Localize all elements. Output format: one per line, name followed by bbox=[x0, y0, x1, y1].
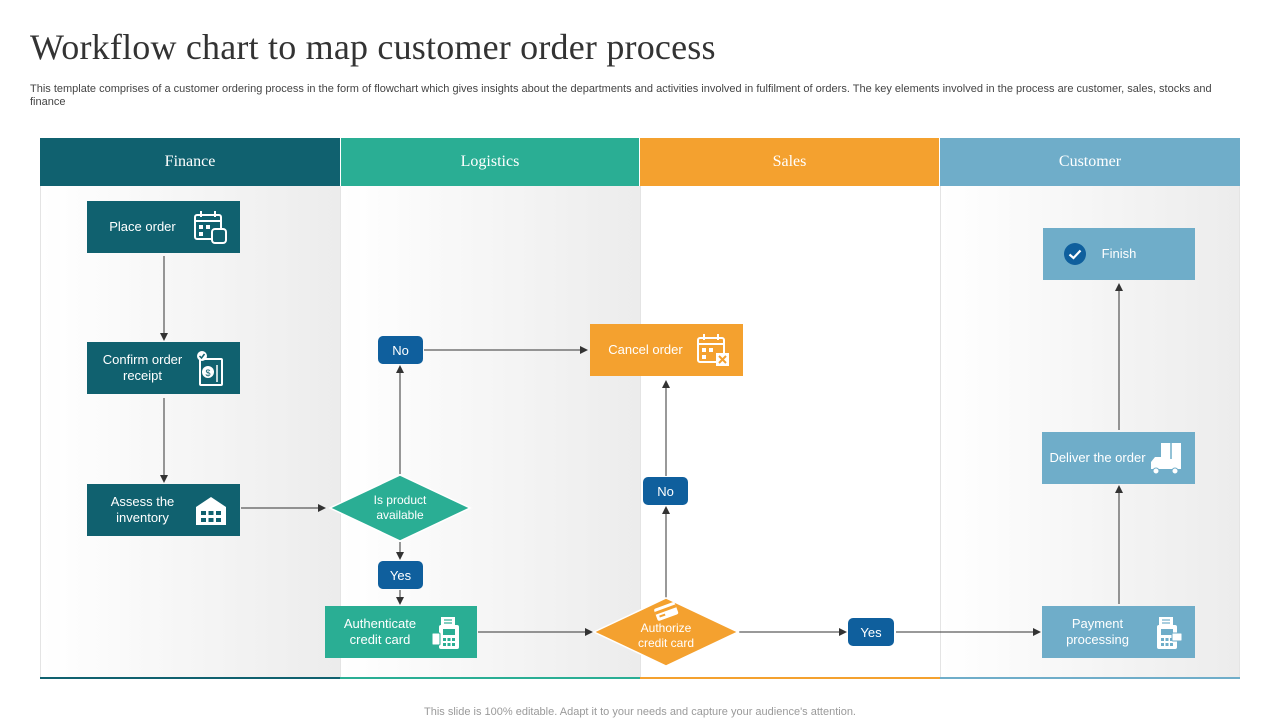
lane-header-finance: Finance bbox=[40, 138, 340, 186]
confirm-order-receipt-node[interactable]: Confirm order receipt $ bbox=[87, 342, 240, 394]
lane-label: Finance bbox=[164, 153, 216, 170]
cancel-order-label: Cancel order bbox=[608, 342, 683, 357]
deliver-order-label: Deliver the order bbox=[1049, 450, 1146, 465]
credit-card-icon bbox=[654, 602, 679, 621]
place-order-node[interactable]: Place order bbox=[87, 201, 240, 253]
decision-diamond-authorize bbox=[592, 597, 740, 667]
yes-decision-sales[interactable]: Yes bbox=[848, 618, 894, 646]
lane-body-logistics bbox=[340, 186, 640, 678]
lane-label: Logistics bbox=[460, 153, 520, 170]
payment-processing-node[interactable]: Payment processing bbox=[1042, 606, 1195, 658]
confirm-order-label: Confirm order receipt bbox=[102, 352, 183, 383]
finish-label: Finish bbox=[1101, 246, 1137, 261]
authorize-credit-card-decision[interactable]: Authorize credit card bbox=[637, 621, 695, 650]
lane-bottom-finance bbox=[40, 677, 340, 679]
authenticate-card-label: Authenticate credit card bbox=[343, 616, 417, 647]
lane-label: Customer bbox=[1058, 153, 1122, 170]
cancel-order-node[interactable]: Cancel order bbox=[590, 324, 743, 376]
finish-node[interactable]: Finish bbox=[1043, 228, 1195, 280]
assess-inventory-label: Assess the inventory bbox=[110, 494, 175, 525]
lane-label: Sales bbox=[772, 153, 807, 170]
no-decision-logistics[interactable]: No bbox=[378, 336, 423, 364]
payment-processing-label: Payment processing bbox=[1066, 616, 1129, 647]
delivery-truck-icon bbox=[1151, 443, 1181, 475]
warehouse-icon bbox=[196, 497, 226, 525]
authenticate-credit-card-node[interactable]: Authenticate credit card bbox=[325, 606, 477, 658]
page-title: Workflow chart to map customer order pro… bbox=[30, 27, 716, 67]
no-decision-sales[interactable]: No bbox=[643, 477, 688, 505]
card-reader-icon bbox=[1157, 617, 1183, 649]
lane-bottom-sales bbox=[640, 677, 940, 679]
lane-bottom-customer bbox=[940, 677, 1240, 679]
deliver-order-node[interactable]: Deliver the order bbox=[1042, 432, 1195, 484]
lane-header-customer: Customer bbox=[940, 138, 1240, 186]
is-product-available-decision[interactable]: Is product available bbox=[373, 493, 427, 522]
check-circle-icon bbox=[1064, 243, 1086, 265]
assess-inventory-node[interactable]: Assess the inventory bbox=[87, 484, 240, 536]
lane-body-finance bbox=[40, 186, 340, 678]
yes-decision-logistics[interactable]: Yes bbox=[378, 561, 423, 589]
lane-bottom-logistics bbox=[340, 677, 640, 679]
svg-text:$: $ bbox=[205, 368, 210, 378]
lane-header-logistics: Logistics bbox=[341, 138, 639, 186]
receipt-icon: $ bbox=[197, 351, 223, 386]
decision-diamond-product bbox=[328, 474, 472, 542]
card-reader-icon bbox=[431, 617, 459, 649]
lane-body-sales bbox=[640, 186, 940, 678]
calendar-cancel-icon bbox=[697, 334, 729, 366]
place-order-label: Place order bbox=[109, 219, 176, 234]
footer-note: This slide is 100% editable. Adapt it to… bbox=[424, 706, 856, 718]
lane-header-sales: Sales bbox=[640, 138, 939, 186]
calendar-icon bbox=[194, 211, 227, 244]
page-description: This template comprises of a customer or… bbox=[30, 83, 1212, 108]
